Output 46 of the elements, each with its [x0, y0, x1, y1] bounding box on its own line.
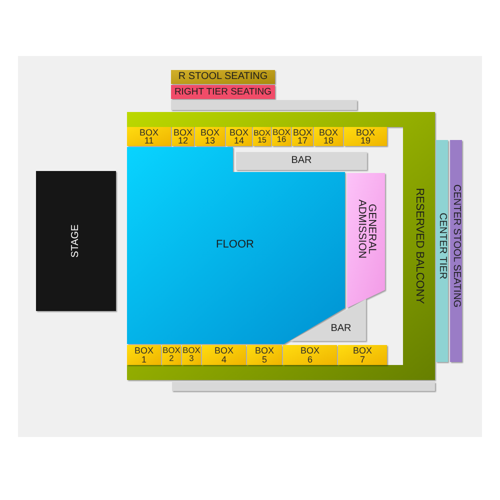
bar-area: [236, 152, 367, 170]
section-label: BOX 17: [293, 128, 312, 146]
box-seating-section: [127, 345, 161, 365]
section-label: GENERAL ADMISSION: [356, 200, 376, 258]
box-seating-section: [226, 127, 252, 146]
box-seating-section: [314, 127, 343, 146]
section-label: BOX 13: [200, 128, 220, 146]
aisle-strip: [172, 382, 435, 391]
section-label: BOX 4: [214, 346, 234, 364]
seating-section: [436, 140, 448, 362]
section-label: BAR: [330, 324, 352, 334]
section-label: CENTER STOOL SEATING: [451, 184, 461, 308]
stage-label: STAGE: [71, 224, 81, 258]
section-label: BOX 1: [134, 346, 154, 364]
section-label: BOX 12: [174, 128, 192, 146]
section-label: RIGHT TIER SEATING: [174, 87, 272, 97]
section-label: RESERVED BALCONY: [414, 188, 424, 304]
box-seating-section: [127, 127, 171, 146]
seating-section: [450, 140, 462, 362]
section-label: R STOOL SEATING: [178, 72, 268, 82]
aisle-strip: [171, 100, 357, 110]
bar-area: [290, 299, 366, 341]
box-seating-section: [344, 127, 387, 146]
section-label: BAR: [291, 156, 312, 166]
section-label: BOX 2: [162, 347, 180, 363]
seating-section: [171, 85, 275, 99]
section-label: FLOOR: [216, 240, 254, 250]
balcony-section: [127, 112, 435, 380]
box-seating-section: [338, 345, 387, 365]
section-label: BOX 5: [255, 346, 274, 364]
section-label: BOX 3: [182, 347, 200, 363]
box-seating-section: [202, 345, 246, 365]
section-label: BOX 11: [140, 128, 158, 146]
seating-section: [171, 70, 275, 84]
section-label: BOX 7: [353, 346, 372, 364]
section-label: CENTER TIER: [437, 212, 447, 280]
section-label: BOX 14: [230, 128, 248, 146]
box-seating-section: [195, 127, 225, 146]
admission-area: [347, 173, 385, 308]
box-seating-section: [283, 345, 337, 365]
section-label: BOX 18: [319, 128, 338, 146]
section-label: BOX 6: [300, 346, 320, 364]
box-seating-section: [247, 345, 282, 365]
stage-block: [36, 171, 116, 311]
section-label: BOX 16: [272, 128, 290, 144]
section-label: BOX 19: [356, 128, 375, 146]
